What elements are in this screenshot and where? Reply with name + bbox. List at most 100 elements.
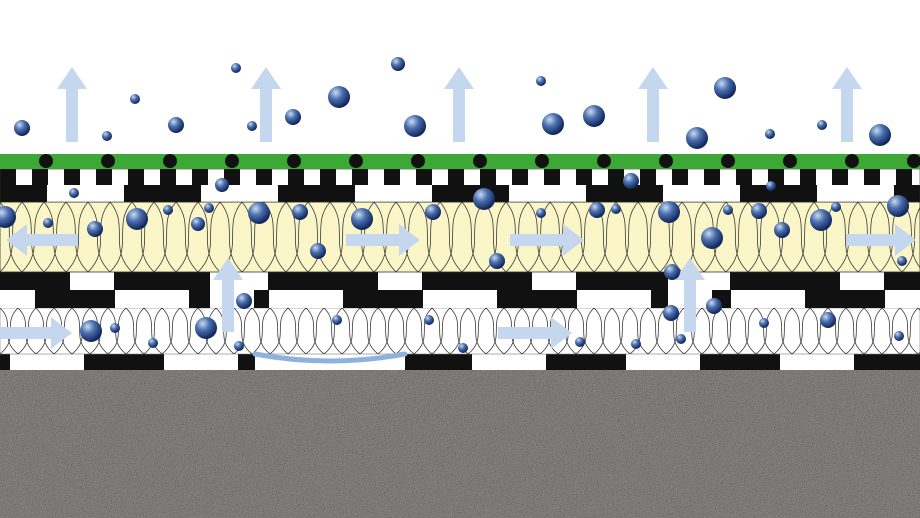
membrane-dot <box>411 154 425 168</box>
base-layer <box>0 354 920 370</box>
base-bar <box>84 354 164 370</box>
vapour-droplet <box>310 243 326 259</box>
vapour-arrow-right <box>498 317 572 349</box>
vapour-droplet <box>285 109 301 125</box>
membrane-dot <box>845 154 859 168</box>
vapour-arrow-left <box>6 224 78 256</box>
checker-cell <box>320 169 336 185</box>
vapour-droplet <box>391 57 405 71</box>
separation-bar <box>343 290 423 308</box>
vapour-droplet <box>473 188 495 210</box>
checker-cell <box>768 169 784 185</box>
vapour-droplet <box>14 120 30 136</box>
separation-bar <box>576 272 686 290</box>
vapour-droplet <box>231 63 241 73</box>
vapour-arrow-right <box>846 224 916 256</box>
base-bar <box>854 354 920 370</box>
vapour-droplet <box>424 315 434 325</box>
vapour-droplet <box>191 217 205 231</box>
checker-cell <box>416 169 432 185</box>
vapour-droplet <box>204 203 214 213</box>
vapour-droplet <box>43 218 53 228</box>
checker-cell <box>512 169 528 185</box>
vapour-droplet <box>87 221 103 237</box>
membrane-dot <box>39 154 53 168</box>
vapour-droplet <box>542 113 564 135</box>
vapour-droplet <box>664 264 680 280</box>
base-bar <box>0 354 10 370</box>
separation-bar <box>805 290 885 308</box>
vapour-droplets <box>0 57 909 353</box>
vapour-droplet <box>759 318 769 328</box>
base-bar <box>392 354 472 370</box>
checker-bar <box>432 185 509 202</box>
membrane-dot <box>597 154 611 168</box>
vapour-droplet <box>404 115 426 137</box>
vapour-arrow-up <box>251 67 281 142</box>
checker-cell <box>256 169 272 185</box>
checker-cell <box>352 169 368 185</box>
vapour-droplet <box>686 127 708 149</box>
vapour-droplet <box>774 222 790 238</box>
vapour-droplet <box>425 204 441 220</box>
vapour-droplet <box>611 204 621 214</box>
membrane-dot <box>659 154 673 168</box>
vapour-droplet <box>751 203 767 219</box>
separation-bar <box>114 272 224 290</box>
checker-cell <box>64 169 80 185</box>
checker-cell <box>160 169 176 185</box>
vapour-droplet <box>351 208 373 230</box>
checker-cell <box>704 169 720 185</box>
vapour-arrow-up <box>675 258 705 332</box>
vapour-droplet <box>817 120 827 130</box>
separation-bar <box>497 290 577 308</box>
vapour-droplet <box>658 201 680 223</box>
vapour-droplet <box>110 323 120 333</box>
checker-cell <box>896 169 912 185</box>
checker-cell <box>832 169 848 185</box>
vapour-arrow-up <box>832 67 862 142</box>
vapour-droplet <box>102 131 112 141</box>
checker-cell <box>192 169 208 185</box>
vapour-droplet <box>589 202 605 218</box>
vapour-droplet <box>69 188 79 198</box>
separation-layer <box>0 272 920 308</box>
vapour-droplet <box>248 202 270 224</box>
separation-bar <box>730 272 840 290</box>
vapour-droplet <box>869 124 891 146</box>
vapour-droplet <box>236 293 252 309</box>
checker-cell <box>224 169 240 185</box>
vapour-droplet <box>163 205 173 215</box>
checker-cell <box>384 169 400 185</box>
vapour-droplet <box>130 94 140 104</box>
vapour-droplet <box>765 129 775 139</box>
vapour-droplet <box>292 204 308 220</box>
vapour-droplet <box>723 205 733 215</box>
membrane-dot <box>907 154 920 168</box>
checker-cell <box>448 169 464 185</box>
separation-bar <box>35 290 115 308</box>
vapour-droplet <box>536 76 546 86</box>
vapour-arrow-up <box>57 67 87 142</box>
vapour-arrow-up <box>444 67 474 142</box>
vapour-droplet <box>897 256 907 266</box>
separation-bar <box>268 272 378 290</box>
vapour-droplet <box>766 181 776 191</box>
vapour-arrow-up <box>213 258 243 332</box>
checker-cell <box>0 169 16 185</box>
vapour-droplet <box>820 312 836 328</box>
vapour-flow-arrows <box>0 67 916 349</box>
checker-cell <box>576 169 592 185</box>
vapour-droplet <box>575 337 585 347</box>
concrete-substrate <box>0 370 920 518</box>
separation-bar <box>0 272 70 290</box>
vapour-droplet <box>583 105 605 127</box>
checker-cell <box>128 169 144 185</box>
upper-insulation <box>0 201 920 273</box>
vapour-arrow-up <box>638 67 668 142</box>
vapour-droplet <box>676 334 686 344</box>
vapour-droplet <box>234 341 244 351</box>
checker-cell <box>288 169 304 185</box>
vapour-droplet <box>831 202 841 212</box>
